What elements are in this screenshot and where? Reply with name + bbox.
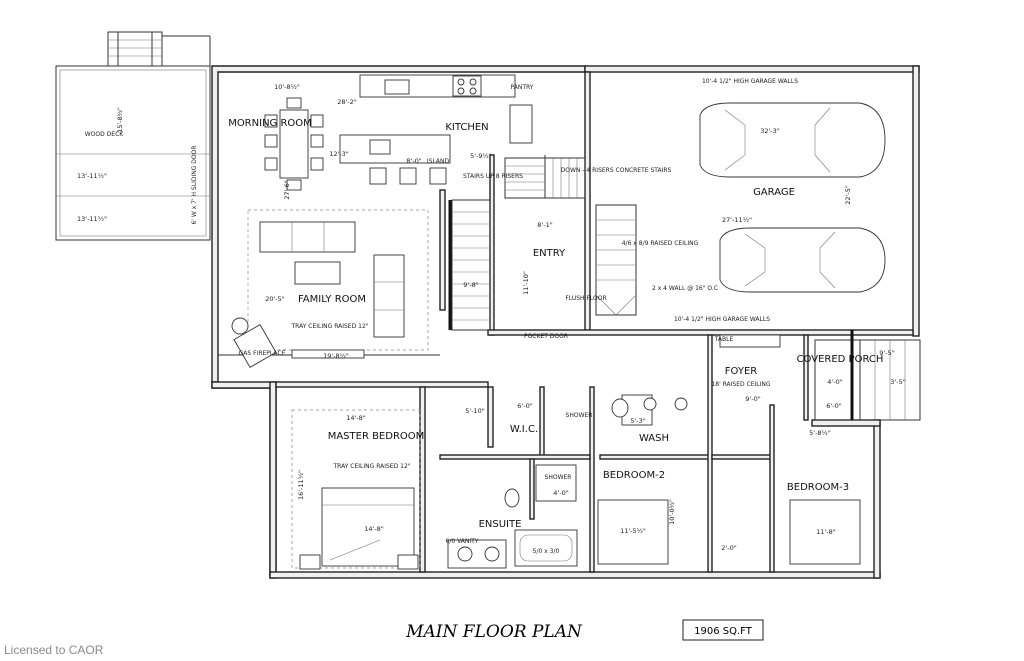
garage-cars (699, 102, 886, 293)
dim-label: 32'-3" (760, 127, 780, 135)
porch (814, 330, 921, 421)
island-note: ISLAND (427, 158, 450, 165)
pocket-door-note: POCKET DOOR (524, 333, 568, 340)
dim-label: 8'-1" (537, 221, 552, 229)
dim-label: 8'-0" (406, 157, 421, 165)
dim-label: 6'-0" (517, 402, 532, 410)
dim-label: 22'-5" (844, 185, 852, 205)
kitchen-label: KITCHEN (445, 122, 488, 133)
dim-label: 4'-0" (827, 378, 842, 386)
bedroom-2-label: BEDROOM-2 (603, 470, 665, 481)
wic-label: W.I.C. (510, 424, 538, 435)
license-credit: Licensed to CAOR (4, 643, 104, 657)
dim-label: 14'-8" (364, 525, 384, 533)
plan-notes: TRAY CEILING RAISED 12" TRAY CEILING RAI… (191, 78, 798, 555)
room-labels: MORNING ROOM KITCHEN FAMILY ROOM ENTRY G… (85, 84, 884, 530)
foyer-label: FOYER (725, 366, 758, 377)
dim-label: 5'-9½" (470, 152, 492, 160)
dim-label: 5'-10" (465, 407, 485, 415)
wash-label: WASH (639, 433, 669, 444)
wall-note: 2 x 4 WALL @ 16" O.C (652, 285, 718, 292)
bedroom-3-label: BEDROOM-3 (787, 482, 849, 493)
dim-label: 11'-10" (522, 271, 530, 295)
dimension-labels: 10'-8½" 28'-2" 12'-3" 8'-0" 5'-9½" 27'-6… (77, 83, 906, 552)
dim-label: 10'-8½" (274, 83, 300, 91)
dim-label: 3'-5" (890, 378, 905, 386)
morning-room-label: MORNING ROOM (228, 118, 312, 129)
dim-label: 12'-3" (329, 150, 349, 158)
ensuite-label: ENSUITE (479, 519, 522, 530)
dim-label: 11'-8" (816, 528, 836, 536)
pantry-label: PANTRY (511, 84, 534, 91)
sliding-door-note: 6' W x 7' H SLIDING DOOR (191, 145, 198, 224)
dim-label: 5'-3" (630, 417, 645, 425)
area-box (682, 619, 764, 641)
garage-label: GARAGE (753, 187, 795, 198)
exterior-walls (211, 65, 920, 579)
garage-walls-bottom-note: 10'-4 1/2" HIGH GARAGE WALLS (674, 316, 770, 323)
vanity-note: 6/0 VANITY (446, 538, 479, 545)
dim-label: 13'-11½" (77, 215, 107, 223)
covered-porch-label: COVERED PORCH (797, 354, 884, 365)
dim-label: 15'-8½" (116, 107, 124, 133)
dim-label: 10'-0½" (668, 499, 676, 525)
family-room-label: FAMILY ROOM (298, 294, 366, 305)
dim-label: 9'-8" (463, 281, 478, 289)
dim-label: 14'-8" (346, 414, 366, 422)
table-note: TABLE (714, 336, 734, 343)
master-bedroom-label: MASTER BEDROOM (328, 431, 425, 442)
dim-label: 13'-11½" (77, 172, 107, 180)
concrete-stairs-note: DOWN - 4 RISERS CONCRETE STAIRS (561, 167, 672, 174)
family-room-furniture (231, 209, 429, 368)
dim-label: 9'-5" (879, 349, 894, 357)
garage-walls-top-note: 10'-4 1/2" HIGH GARAGE WALLS (702, 78, 798, 85)
dim-label: 9'-0" (745, 395, 760, 403)
dim-label: 5'-8½" (809, 429, 831, 437)
shower-label-wash: SHOWER (566, 412, 593, 419)
stairs-up-note: STAIRS UP 8 RISERS (463, 173, 523, 180)
dim-label: 16'-11½" (297, 470, 305, 500)
dim-label: 28'-2" (337, 98, 357, 106)
plan-title: MAIN FLOOR PLAN (405, 622, 583, 642)
kitchen-fixtures (339, 74, 533, 185)
dim-label: 27'-11½" (722, 216, 752, 224)
dim-label: 27'-6" (283, 180, 291, 200)
wood-deck-label: WOOD DECK (85, 131, 125, 138)
master-bedroom-furniture (291, 409, 421, 570)
dim-label: 19'-8½" (323, 352, 349, 360)
plan-title-block: MAIN FLOOR PLAN 1906 SQ.FT (405, 619, 764, 642)
bedroom-beds (597, 334, 861, 565)
entry-label: ENTRY (533, 248, 566, 259)
dim-label: 2'-0" (721, 544, 736, 552)
raised-ceiling-note: 4/6 x 8/9 RAISED CEILING (622, 240, 699, 247)
interior-walls (218, 71, 914, 573)
shower-label-ensuite: SHOWER (545, 474, 572, 481)
dim-label: 20'-5" (265, 295, 285, 303)
tray-ceiling-master-note: TRAY CEILING RAISED 12" (332, 463, 410, 470)
wood-deck (55, 31, 211, 241)
dim-label: 4'-0" (553, 489, 568, 497)
dim-label: 6'-0" (826, 402, 841, 410)
dining-table (264, 97, 324, 191)
stairs (448, 157, 637, 331)
ensuite-fixtures (447, 464, 578, 569)
foyer-ceiling-note: 18' RAISED CEILING (711, 381, 770, 388)
gas-fireplace-note: GAS FIREPLACE (239, 350, 286, 357)
flush-floor-note: FLUSH FLOOR (565, 295, 606, 302)
dim-label: 11'-5½" (620, 527, 646, 535)
tray-ceiling-family-note: TRAY CEILING RAISED 12" (290, 323, 368, 330)
tub-note: 5/0 x 3/0 (533, 548, 560, 555)
area-label: 1906 SQ.FT (694, 626, 753, 637)
